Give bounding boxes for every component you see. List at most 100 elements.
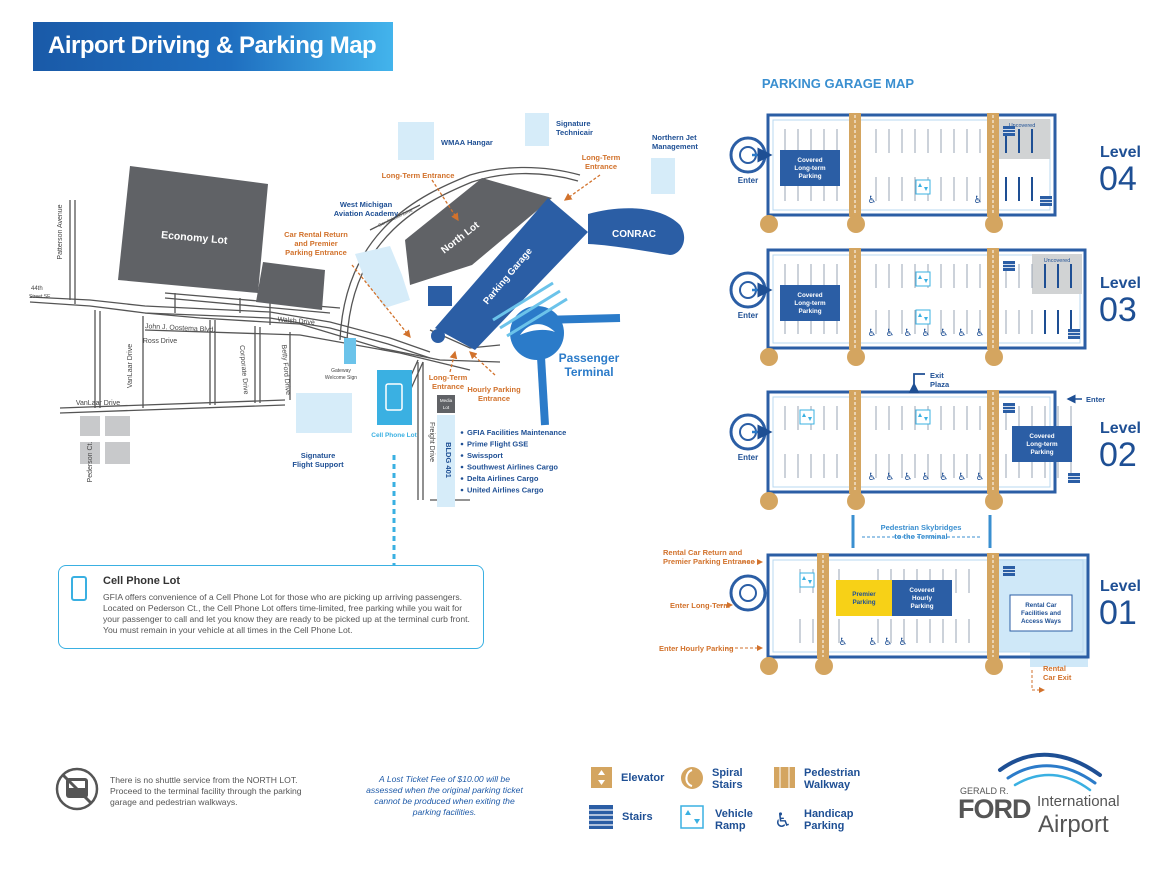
level-01-number: 01 <box>1099 594 1137 632</box>
roads <box>29 166 581 501</box>
garage-outline <box>766 113 1057 217</box>
cargo-tenant-item: United Airlines Cargo <box>467 486 544 495</box>
handicap-icon: ♿ <box>884 637 893 648</box>
parking-garage-shape[interactable] <box>435 198 588 350</box>
rental-facilities-01-label: Access Ways <box>1021 618 1062 625</box>
cargo-tenant-item: Delta Airlines Cargo <box>467 474 539 483</box>
bldg-401-shape <box>437 415 455 507</box>
north-lot-shape[interactable] <box>405 178 552 285</box>
skybridge-label-1: Pedestrian Skybridges <box>881 523 962 532</box>
page-title: Airport Driving & Parking Map <box>48 32 377 59</box>
rental-entrance-label-2: Premier Parking Entrance <box>663 557 755 566</box>
covered-longterm-04-label: Long-term <box>794 165 826 172</box>
cell-phone-lot-title: Cell Phone Lot <box>103 575 180 587</box>
handicap-icon: ♿ <box>922 472 931 483</box>
vehicle-ramp-icon <box>915 409 931 425</box>
covered-longterm-04-label: Covered <box>797 157 822 164</box>
exit-plaza-label-2: Plaza <box>930 380 950 389</box>
spiral-stairs-icon <box>985 657 1003 675</box>
passenger-terminal-shape[interactable] <box>510 306 621 426</box>
level-02-word: Level <box>1100 420 1141 437</box>
rental-exit-label-2: Car Exit <box>1043 673 1072 682</box>
technicair-label-2: Technicair <box>556 128 593 137</box>
vanlaar-drive-v-label: VanLaar Drive <box>127 344 134 388</box>
garage-enter-label: Enter <box>738 453 758 462</box>
exit-plaza: Exit Plaza <box>908 371 950 393</box>
vehicle-ramp-icon <box>915 309 931 325</box>
pedestrian-walkway <box>849 248 861 350</box>
cell-phone-lot-shape[interactable] <box>377 370 412 425</box>
enter-hourly-label: Enter Hourly Parking <box>659 644 734 653</box>
level-02-label: Level 02 <box>1099 420 1141 472</box>
ford-airport-logo-swoosh <box>998 752 1102 792</box>
garage-outline <box>766 248 1087 350</box>
spiral-stairs-icon <box>985 215 1003 233</box>
garage-enter-label: Enter <box>738 311 758 320</box>
cargo-bullet <box>460 488 464 492</box>
aviation-academy-label-2: Aviation Academy <box>334 209 399 218</box>
garage-inner-frame <box>772 559 1084 653</box>
long-term-bottom-label-2: Entrance <box>432 382 464 391</box>
stairs-icon <box>1003 566 1015 576</box>
cell-phone-icon <box>71 576 87 601</box>
level-04-word: Level <box>1100 144 1141 161</box>
spiral-stairs-icon <box>760 492 778 510</box>
cargo-tenant-item: Prime Flight GSE <box>467 440 528 449</box>
legend-pedestrian-2: Walkway <box>804 779 851 791</box>
spiral-stairs-icon <box>847 492 865 510</box>
gateway-label-2: Welcome Sign <box>325 375 357 381</box>
pederson-ct-label: Pederson Ct. <box>87 442 94 483</box>
level02-side-enter: Enter <box>1066 394 1105 404</box>
conrac-shape[interactable] <box>588 208 685 255</box>
spiral-stairs-icon <box>985 492 1003 510</box>
legend-handicap-2: Parking <box>804 820 845 832</box>
legend-elevator: Elevator <box>621 772 665 784</box>
cargo-tenant-item: GFIA Facilities Maintenance <box>467 428 566 437</box>
betty-ford-drive-label: Betty Ford Drive <box>280 344 291 395</box>
logo-ford: FORD <box>958 794 1031 824</box>
covered-hourly-01-label: Parking <box>910 603 933 610</box>
covered-longterm-03-label: Long-term <box>794 300 826 307</box>
handicap-icon: ♿ <box>976 472 985 483</box>
walsh-drive-label: Walsh Drive <box>277 316 315 326</box>
elevator-icon <box>591 767 612 788</box>
rental-exit-label-1: Rental <box>1043 664 1066 673</box>
logo-airport: Airport <box>1038 811 1109 838</box>
garage-map-title: PARKING GARAGE MAP <box>762 76 914 91</box>
covered-hourly-01-label: Hourly <box>912 595 932 602</box>
handicap-icon: ♿ <box>869 637 878 648</box>
handicap-icon: ♿ <box>940 328 949 339</box>
signature-flight-support-shape <box>296 393 352 433</box>
media-lot-label-1: Media <box>440 398 453 403</box>
handicap-icon: ♿ <box>886 472 895 483</box>
wmaa-hangar-label: WMAA Hangar <box>441 138 493 147</box>
cargo-bullet <box>460 465 464 469</box>
gateway-sign-shape <box>344 338 356 364</box>
oostema-blvd-label: John J. Oostema Blvd. <box>145 323 216 334</box>
level-03-word: Level <box>1100 275 1141 292</box>
long-term-bottom-label-1: Long-Term <box>429 373 468 382</box>
legend-spiral-1: Spiral <box>712 767 743 779</box>
ross-drive-label: Ross Drive <box>143 338 177 345</box>
car-rental-label-1: Car Rental Return <box>284 230 348 239</box>
cargo-bullet <box>460 477 464 480</box>
aviation-academy-shape <box>355 246 410 308</box>
handicap-icon: ♿ <box>904 472 913 483</box>
legend-spiral-2: Stairs <box>712 779 743 791</box>
covered-longterm-02-box <box>1012 426 1072 462</box>
vehicle-ramp-icon <box>799 572 815 588</box>
handicap-icon: ♿ <box>974 195 983 206</box>
legend-pedestrian-1: Pedestrian <box>804 767 861 779</box>
media-lot-shape[interactable] <box>437 395 455 413</box>
hourly-label-2: Entrance <box>478 394 510 403</box>
covered-longterm-03-box <box>780 285 840 321</box>
no-shuttle-icon <box>55 767 99 811</box>
premier-parking-01-label: Parking <box>852 599 875 606</box>
garage-inner-frame <box>772 119 1051 211</box>
skybridge-connector: Pedestrian Skybridges to the Terminal <box>851 515 992 548</box>
level-03-number: 03 <box>1099 291 1137 329</box>
economy-lot-shape[interactable] <box>118 166 268 293</box>
